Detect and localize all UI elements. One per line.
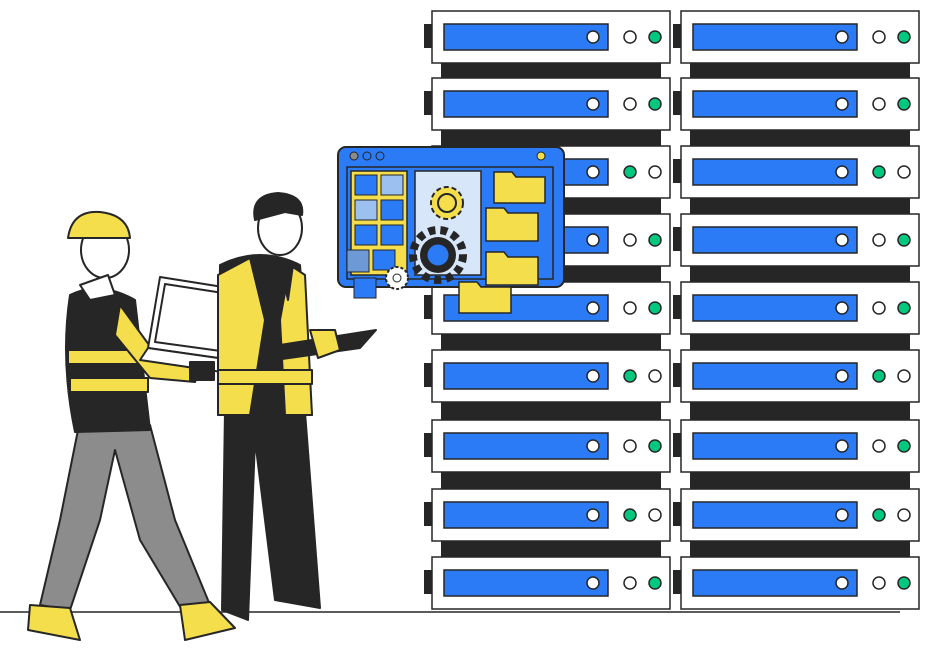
drive-bay [443,90,609,118]
status-led [872,508,886,522]
dashboard-window [337,146,565,314]
status-led [648,301,662,315]
server-unit [673,419,920,490]
gear-icon [409,226,467,284]
drive-led [835,576,849,590]
drive-bay [692,569,858,597]
server-unit [424,10,671,81]
status-led [648,233,662,247]
status-led [623,301,637,315]
drive-led [586,30,600,44]
server-unit [424,77,671,148]
status-led [623,233,637,247]
status-led [623,97,637,111]
status-led [897,369,911,383]
drive-bay [692,294,858,322]
status-led [897,233,911,247]
drive-bay [443,501,609,529]
server-unit [673,213,920,284]
server-unit [673,556,920,610]
drive-led [835,301,849,315]
server-unit [424,349,671,420]
server-unit [673,77,920,148]
status-led [872,369,886,383]
drive-led [586,508,600,522]
status-led [623,369,637,383]
drive-led [835,97,849,111]
drive-bay [443,569,609,597]
engineer-with-clipboard [217,192,377,621]
server-unit [424,556,671,610]
drive-bay [692,158,858,186]
drive-led [586,439,600,453]
drive-led [835,369,849,383]
status-led [623,576,637,590]
status-led [897,97,911,111]
status-led [897,165,911,179]
status-led [872,30,886,44]
status-led [897,576,911,590]
drive-led [835,439,849,453]
status-led [872,439,886,453]
status-led [623,439,637,453]
server-unit [424,488,671,559]
status-led [648,165,662,179]
status-led [897,30,911,44]
server-unit [673,281,920,352]
folder-icon [493,171,546,204]
status-led [648,30,662,44]
drive-bay [443,432,609,460]
drive-led [835,508,849,522]
drive-bay [692,90,858,118]
drive-bay [692,501,858,529]
status-led [648,97,662,111]
folder-icon [458,281,512,314]
drive-led [835,233,849,247]
drive-led [586,97,600,111]
drive-led [586,165,600,179]
drive-led [586,576,600,590]
server-unit [424,419,671,490]
drive-bay [692,362,858,390]
status-led [623,30,637,44]
gear-icon [385,266,409,290]
status-led [897,439,911,453]
server-unit [673,349,920,420]
status-led [623,165,637,179]
folder-icon [485,207,539,242]
drive-bay [692,432,858,460]
drive-led [586,301,600,315]
folder-icon [485,251,539,286]
drive-bay [443,23,609,51]
status-led [648,508,662,522]
drive-bay [692,226,858,254]
status-led [872,233,886,247]
status-led [648,576,662,590]
status-led [872,301,886,315]
status-led [897,508,911,522]
status-led [872,576,886,590]
status-led [648,439,662,453]
server-unit [673,10,920,81]
server-unit [673,145,920,216]
drive-led [835,165,849,179]
drive-led [835,30,849,44]
drive-led [586,233,600,247]
worker-with-hardhat [27,210,243,641]
status-led [623,508,637,522]
drive-bay [443,362,609,390]
gear-icon [430,186,464,220]
status-led [872,165,886,179]
server-rack [424,10,920,610]
status-led [872,97,886,111]
drive-bay [692,23,858,51]
status-led [897,301,911,315]
drive-led [586,369,600,383]
status-led [648,369,662,383]
server-unit [673,488,920,559]
